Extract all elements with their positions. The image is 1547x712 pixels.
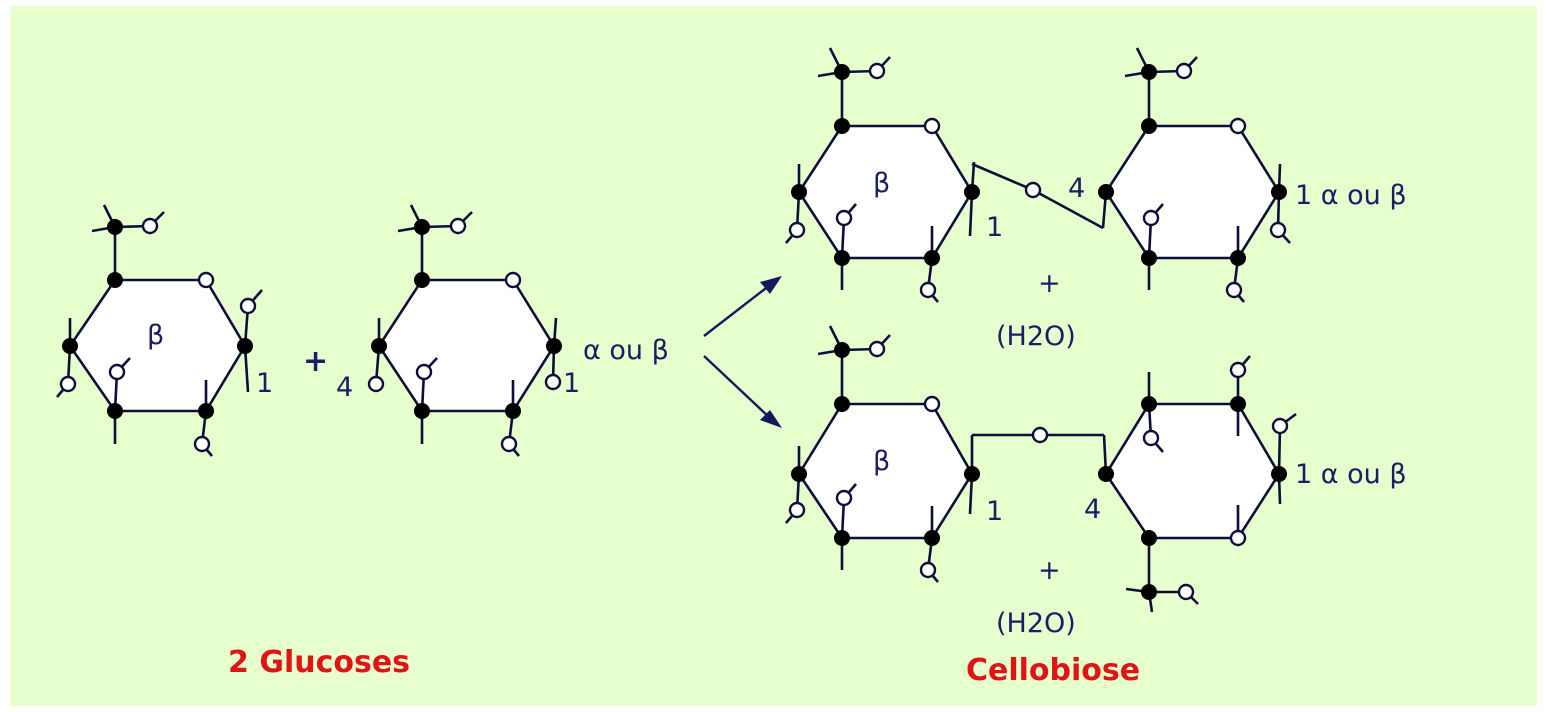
arrow-to-bottom-product xyxy=(703,355,771,419)
arrowhead-bottom xyxy=(760,410,782,428)
glucose-b-anomer-label: α ou β xyxy=(583,335,669,366)
products-caption: Cellobiose xyxy=(966,653,1140,688)
glucose-b-c1-label: 1 xyxy=(563,368,580,399)
reactants-caption: 2 Glucoses xyxy=(228,645,410,680)
bottom-byproduct-plus: + xyxy=(1038,555,1061,586)
top-ring-1-anomer-label: β xyxy=(873,168,890,199)
bottom-ring-1-anomer-label: β xyxy=(873,446,890,477)
top-ring-2-c4-label: 4 xyxy=(1068,173,1085,204)
reactant-plus-sign: + xyxy=(303,344,328,379)
reaction-arrows xyxy=(703,276,782,428)
top-ring-1-c1-label: 1 xyxy=(986,212,1003,243)
glucose-a-anomer-label: β xyxy=(147,320,164,351)
glucose-b-c4-label: 4 xyxy=(336,372,353,403)
reaction-diagram: β 1 + 4 1 α ou β xyxy=(56,47,1407,688)
arrowhead-top xyxy=(760,276,782,294)
bottom-ring-2 xyxy=(1104,402,1281,540)
top-ring-2-c1-label: 1 α ou β xyxy=(1295,180,1407,211)
glucose-a-c1-label: 1 xyxy=(256,368,273,399)
top-byproduct-water: (H2O) xyxy=(996,321,1076,352)
bottom-ring-2-c4-label: 4 xyxy=(1084,494,1101,525)
bottom-ring-2-c1-label: 1 α ou β xyxy=(1295,459,1407,490)
glucose-b-ring xyxy=(377,278,556,413)
top-ring-2 xyxy=(1104,124,1281,260)
diagram-canvas: β 1 + 4 1 α ou β xyxy=(10,6,1537,706)
bottom-byproduct-water: (H2O) xyxy=(996,608,1076,639)
top-byproduct-plus: + xyxy=(1038,268,1061,299)
glucose-b: 4 1 α ou β xyxy=(336,204,669,457)
bottom-ring-1-c1-label: 1 xyxy=(986,496,1003,527)
top-product: β 1 4 1 α ou β + (H2O) xyxy=(785,47,1407,352)
bottom-product: β 1 4 1 α ou β + (H2O) xyxy=(785,325,1407,639)
glucose-a: β 1 xyxy=(56,204,273,457)
arrow-to-top-product xyxy=(703,284,771,337)
